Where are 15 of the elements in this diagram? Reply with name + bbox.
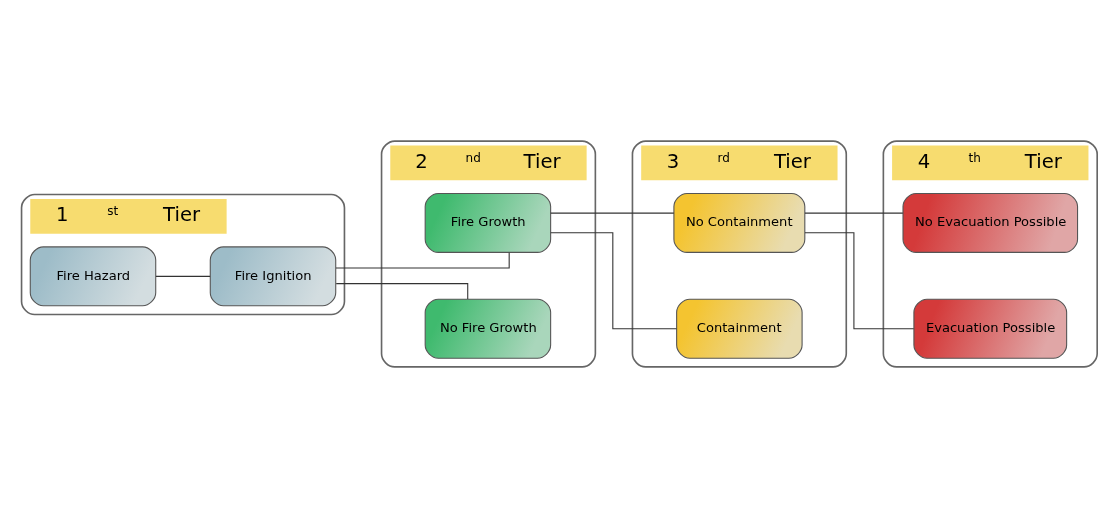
- node-box: Fire Growth: [424, 192, 552, 253]
- node-box: No Fire Growth: [424, 298, 552, 359]
- connector: [335, 252, 510, 269]
- node-box: Fire Ignition: [209, 246, 337, 307]
- node-box: Fire Hazard: [29, 246, 157, 307]
- node-box: No Containment: [673, 192, 806, 253]
- connector: [550, 232, 677, 330]
- node-box: No Evacuation Possible: [902, 192, 1079, 253]
- connector: [804, 212, 904, 214]
- node-box: Containment: [676, 298, 803, 359]
- connector: [550, 212, 675, 214]
- connector: [804, 232, 915, 330]
- connector: [335, 283, 469, 300]
- node-box: Evacuation Possible: [913, 298, 1068, 359]
- connector: [155, 275, 211, 277]
